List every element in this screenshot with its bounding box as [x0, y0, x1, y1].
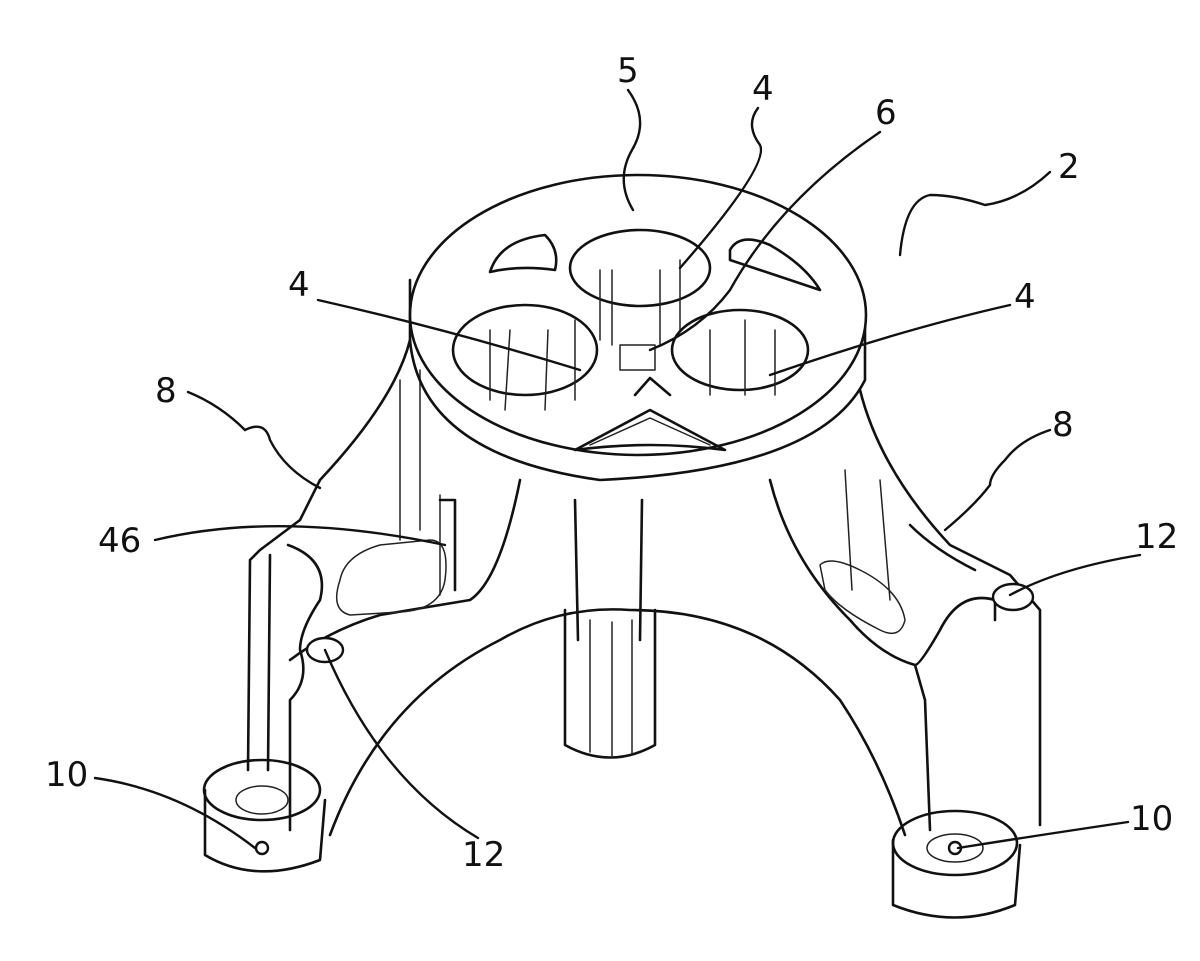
- right-foot: [893, 811, 1020, 918]
- label-12-right: 12: [1135, 517, 1178, 557]
- label-2: 2: [1058, 147, 1080, 187]
- leader-10-left: [95, 778, 255, 848]
- label-46: 46: [98, 521, 141, 561]
- label-10-right: 10: [1130, 799, 1173, 839]
- leader-8-left: [188, 392, 320, 488]
- label-4-left: 4: [288, 265, 310, 305]
- top-disc: [410, 175, 866, 480]
- label-6: 6: [875, 93, 897, 133]
- right-leg: [770, 390, 1040, 830]
- label-4-right: 4: [1014, 277, 1036, 317]
- label-4-top: 4: [752, 69, 774, 109]
- left-foot: [204, 760, 325, 871]
- label-10-left: 10: [45, 755, 88, 795]
- leg-arch: [330, 609, 905, 835]
- central-post: [565, 500, 655, 758]
- label-8-left: 8: [155, 371, 177, 411]
- left-foot-screw-hole: [256, 842, 268, 854]
- leader-8-right: [945, 430, 1050, 530]
- label-8-right: 8: [1052, 405, 1074, 445]
- label-5: 5: [617, 51, 639, 91]
- leader-10-right: [958, 822, 1128, 848]
- leader-2: [900, 172, 1050, 255]
- label-12-bottom: 12: [462, 835, 505, 875]
- leader-12-bottom: [325, 650, 478, 838]
